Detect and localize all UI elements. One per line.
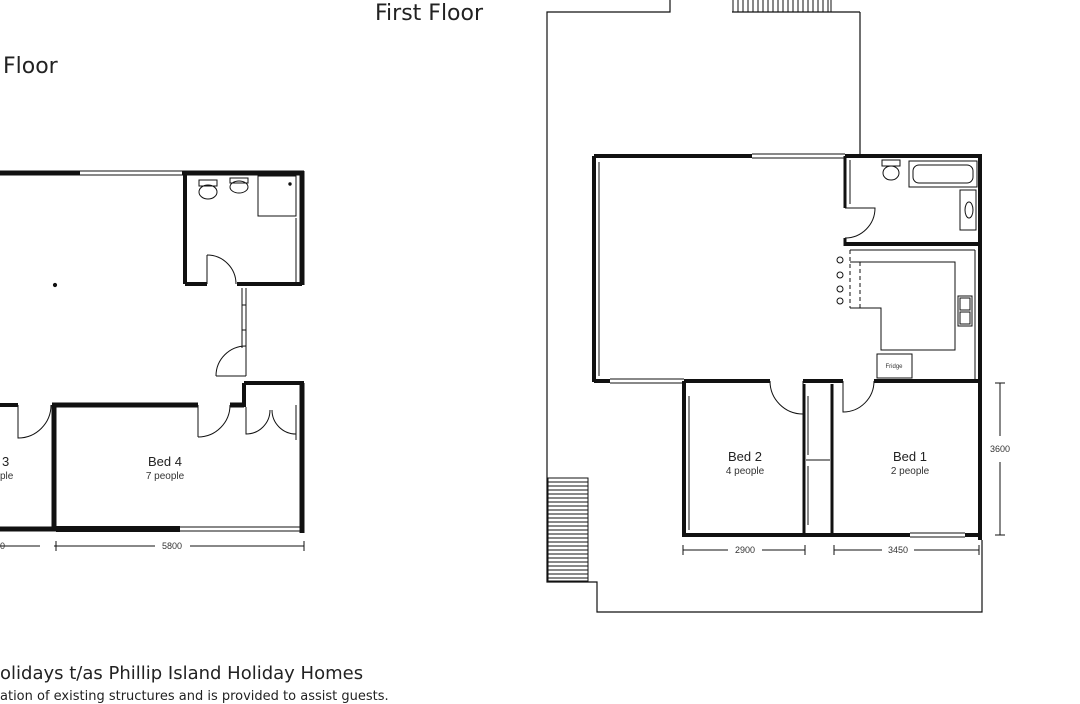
ground-dimension-left: 0 [0, 541, 5, 551]
bed1-depth-dimension: 3600 [990, 444, 1010, 454]
bed1-occupancy: 2 people [891, 466, 930, 477]
first-floor-plan [546, 0, 1005, 613]
bed3-label: 3 [2, 454, 9, 469]
first-floor-heading: First Floor [375, 1, 484, 26]
bed1-label: Bed 1 [893, 449, 927, 464]
bed4-label: Bed 4 [148, 454, 182, 469]
bed2-occupancy: 4 people [726, 466, 765, 477]
ground-dimension-bed4: 5800 [162, 541, 182, 551]
bed2-width-dimension: 2900 [735, 545, 755, 555]
top-stairs [732, 0, 832, 12]
bed2-label: Bed 2 [728, 449, 762, 464]
bed4-occupancy: 7 people [146, 471, 185, 482]
bed3-occupancy: ple [0, 471, 14, 482]
footer-disclaimer-line: ation of existing structures and is prov… [0, 689, 389, 704]
footer-company-line: olidays t/as Phillip Island Holiday Home… [0, 663, 364, 684]
bed1-width-dimension: 3450 [888, 545, 908, 555]
fridge-label: Fridge [885, 364, 903, 370]
ground-floor-heading: Floor [3, 54, 58, 79]
side-stairs [547, 477, 589, 582]
ground-floor-plan [0, 170, 305, 551]
